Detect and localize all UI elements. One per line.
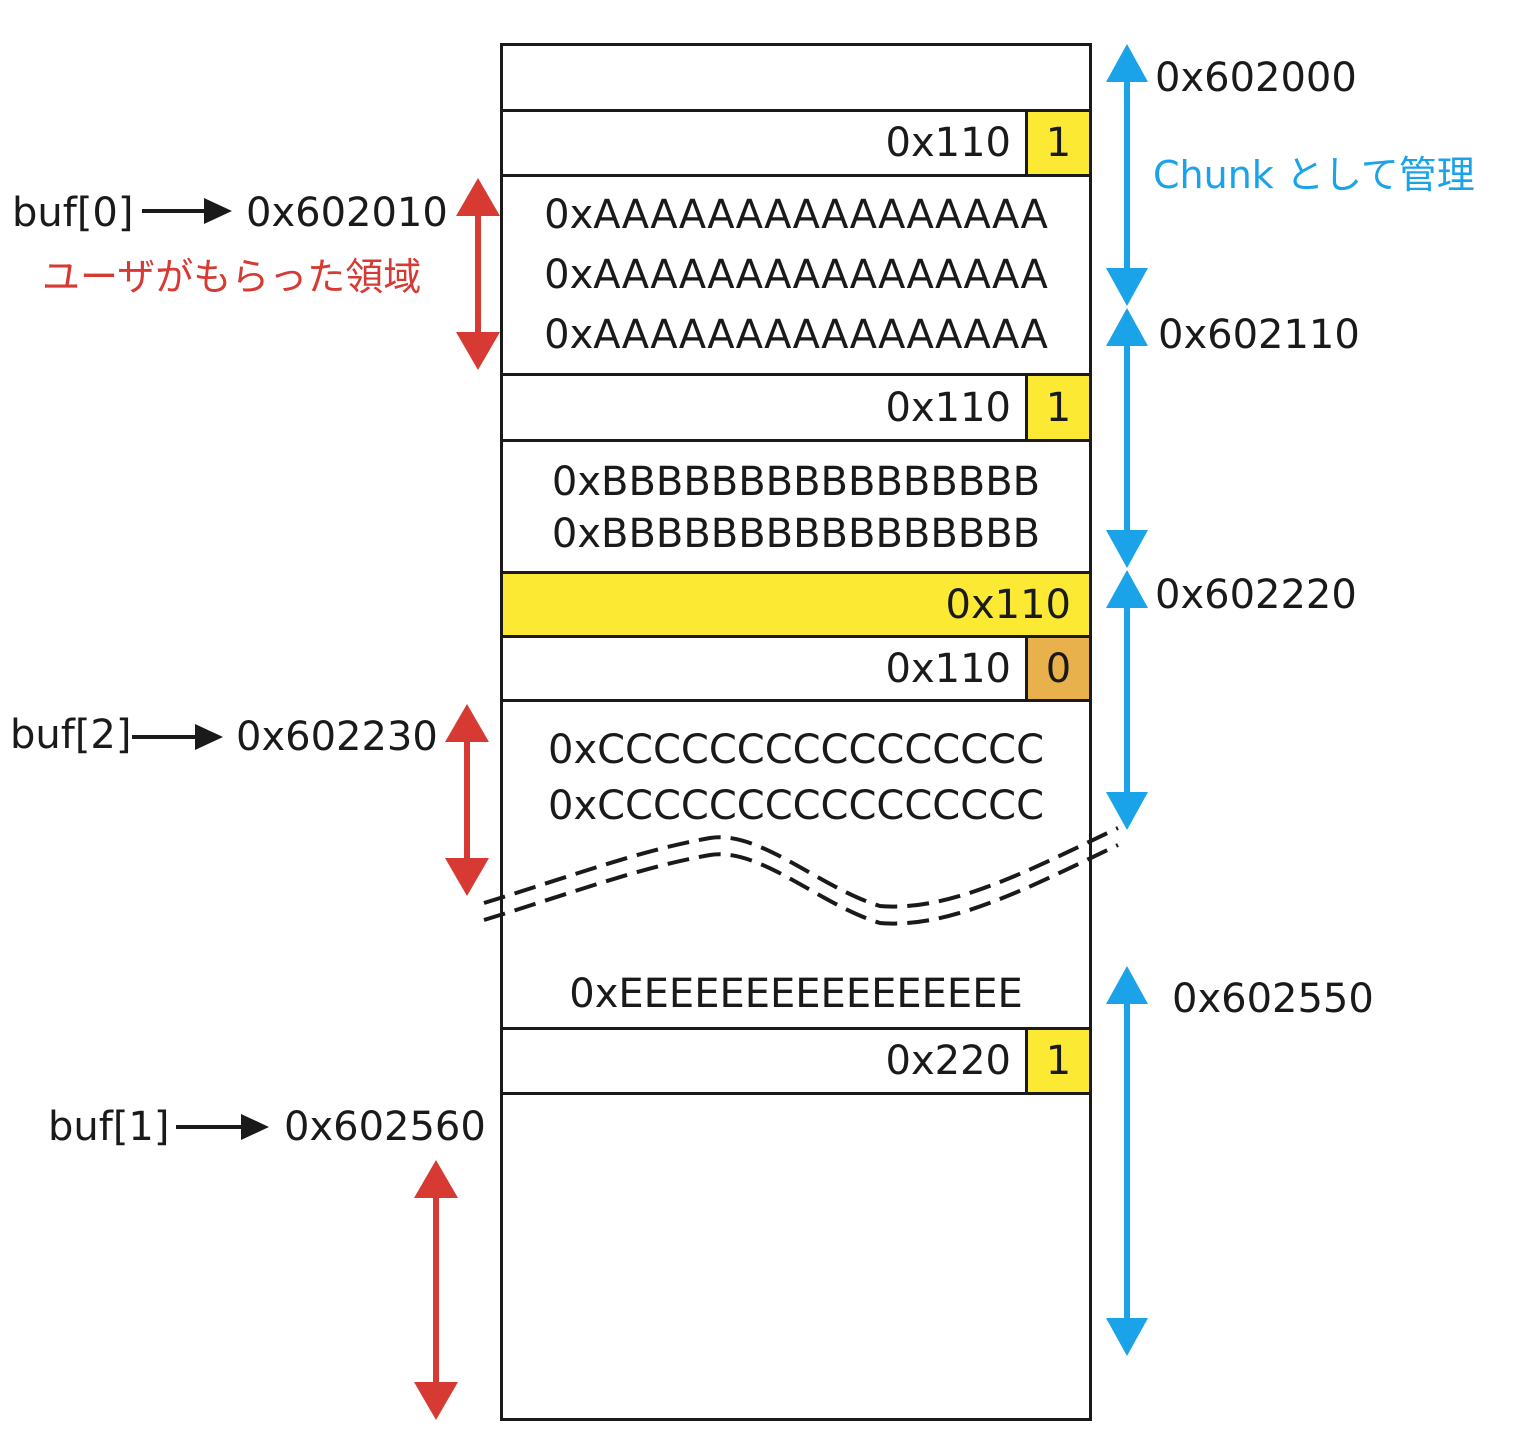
chunk0-header: 0x110 1 <box>503 112 1089 177</box>
chunk-address: 0x602550 <box>1172 976 1374 1022</box>
chunk-extent-arrow <box>1106 966 1148 1356</box>
chunk3-inuse-flag: 1 <box>1025 1030 1089 1092</box>
chunk0-data-line: 0xAAAAAAAAAAAAAAAA <box>544 192 1048 238</box>
chunk-extent-arrow <box>1106 570 1148 830</box>
prev-size-value: 0x110 <box>945 581 1071 628</box>
chunk2-data-line: 0xCCCCCCCCCCCCCCCC <box>548 783 1044 829</box>
user-area-arrow <box>445 704 489 896</box>
chunk-address: 0x602110 <box>1158 312 1360 358</box>
user-area-arrow <box>414 1160 458 1420</box>
chunk2-header: 0x110 0 <box>503 638 1089 702</box>
chunk2-data-line: 0xCCCCCCCCCCCCCCCC <box>548 727 1044 773</box>
chunk3-header: 0x220 1 <box>503 1027 1089 1095</box>
pointer-arrow <box>142 198 232 224</box>
chunk2-prev-size: 0x110 <box>503 574 1089 638</box>
chunk0-size: 0x110 <box>885 120 1011 166</box>
chunk1-size: 0x110 <box>885 384 1011 431</box>
chunk-extent-arrow <box>1106 44 1148 306</box>
user-area-note: ユーザがもらった領域 <box>42 255 422 299</box>
chunk1-header: 0x110 1 <box>503 376 1089 442</box>
heap-memory-column: 0x110 1 0xAAAAAAAAAAAAAAAA 0xAAAAAAAAAAA… <box>500 43 1092 1421</box>
chunk-extent-arrow <box>1106 308 1148 568</box>
chunk1-data-line: 0xBBBBBBBBBBBBBBBB <box>551 459 1041 505</box>
chunk-address: 0x602000 <box>1155 55 1357 101</box>
pointer-address: 0x602560 <box>284 1104 486 1150</box>
chunk3-size: 0x220 <box>885 1038 1011 1084</box>
chunk0-data-line: 0xAAAAAAAAAAAAAAAA <box>544 252 1048 298</box>
user-area-arrow <box>456 178 500 370</box>
chunk0-user-data: 0xAAAAAAAAAAAAAAAA 0xAAAAAAAAAAAAAAAA 0x… <box>503 177 1089 376</box>
pointer-label: buf[1] <box>48 1104 170 1150</box>
pointer-address: 0x602010 <box>246 190 448 236</box>
pointer-arrow <box>132 724 223 750</box>
chunk0-inuse-flag: 1 <box>1025 112 1089 174</box>
chunk-management-note: Chunk として管理 <box>1153 153 1475 197</box>
heap-top-cell <box>503 46 1089 112</box>
omission-break-lines <box>483 826 1119 926</box>
pointer-label: buf[0] <box>12 190 134 236</box>
chunk2-user-data: 0xCCCCCCCCCCCCCCCC 0xCCCCCCCCCCCCCCCC 0x… <box>503 702 1089 1032</box>
chunk-address: 0x602220 <box>1155 572 1357 618</box>
pointer-arrow <box>176 1114 269 1140</box>
chunk1-inuse-flag: 1 <box>1025 376 1089 439</box>
chunk-e-data-line: 0xEEEEEEEEEEEEEEEE <box>569 971 1023 1017</box>
pointer-address: 0x602230 <box>236 714 438 760</box>
chunk0-data-line: 0xAAAAAAAAAAAAAAAA <box>544 312 1048 358</box>
chunk2-free-flag: 0 <box>1025 638 1089 699</box>
chunk2-size: 0x110 <box>885 645 1011 692</box>
chunk1-data-line: 0xBBBBBBBBBBBBBBBB <box>551 511 1041 557</box>
pointer-label: buf[2] <box>10 712 132 758</box>
chunk1-user-data: 0xBBBBBBBBBBBBBBBB 0xBBBBBBBBBBBBBBBB <box>503 442 1089 574</box>
